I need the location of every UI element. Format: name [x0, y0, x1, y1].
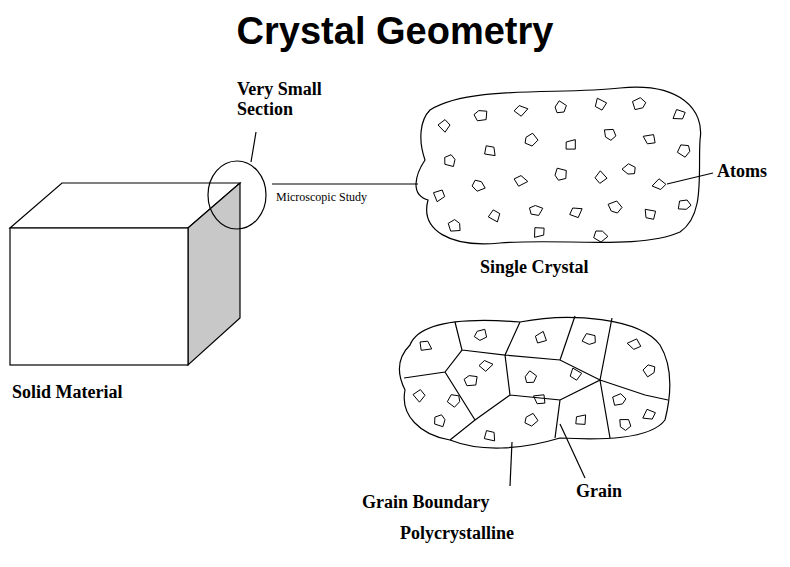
atom-shape — [633, 98, 646, 110]
atom-shape — [435, 415, 445, 427]
atom-shape — [643, 409, 656, 419]
solid-material-label: Solid Material — [12, 383, 123, 403]
atom-shape — [448, 220, 460, 232]
atom-shape — [555, 168, 566, 180]
single-crystal-outline — [416, 87, 701, 244]
atom-shape — [434, 190, 445, 202]
grain-boundaries — [404, 316, 668, 440]
atom-shape — [485, 146, 496, 156]
atom-shape — [595, 171, 607, 184]
atom-shape — [645, 209, 655, 219]
atom-shape — [595, 98, 606, 110]
section-circle — [208, 161, 266, 229]
atom-shape — [622, 164, 635, 174]
atom-shape — [447, 395, 459, 408]
atom-shape — [488, 210, 500, 222]
single-crystal-label: Single Crystal — [480, 258, 589, 278]
atom-shape — [608, 201, 622, 213]
atom-shape — [438, 120, 450, 133]
atom-shape — [514, 176, 528, 187]
atom-shape — [525, 133, 538, 146]
atom-shape — [594, 231, 608, 242]
atom-shape — [530, 206, 543, 216]
cube-front — [10, 228, 188, 365]
leader-line — [251, 132, 256, 162]
atom-shape — [677, 145, 689, 157]
atom-shape — [474, 329, 486, 340]
atom-shape — [525, 413, 538, 426]
atom-shape — [474, 111, 487, 121]
atom-shape — [582, 334, 595, 345]
grain-label: Grain — [576, 482, 622, 502]
atom-shape — [534, 395, 545, 404]
atom-shape — [570, 208, 582, 218]
atom-shape — [604, 129, 616, 140]
atom-shape — [678, 200, 691, 209]
atom-shape — [525, 371, 536, 383]
atom-shape — [652, 179, 666, 190]
atom-shape — [484, 431, 494, 441]
atom-shape — [445, 155, 455, 167]
atom-shape — [613, 394, 626, 406]
atom-shape — [472, 180, 485, 191]
polycrystal-outline — [400, 317, 670, 448]
atom-shape — [555, 101, 566, 113]
atom-shape — [566, 140, 575, 150]
cube-side — [188, 183, 240, 365]
polycrystalline-label: Polycrystalline — [400, 524, 514, 544]
atom-shape — [464, 376, 477, 386]
section-label: Very Small Section — [237, 80, 355, 120]
atom-shape — [514, 106, 528, 117]
atom-shape — [576, 415, 586, 425]
atom-shape — [479, 361, 493, 372]
atom-shape — [643, 135, 655, 144]
atom-shape — [413, 390, 425, 403]
atoms-leader — [667, 173, 713, 184]
grain-leader — [560, 424, 585, 478]
grain-boundary-leader — [510, 442, 512, 486]
atom-shape — [643, 365, 655, 377]
atom-shape — [673, 110, 685, 119]
atom-shape — [620, 420, 631, 431]
atoms-group — [413, 98, 691, 441]
atom-shape — [627, 339, 641, 350]
atoms-label: Atoms — [717, 162, 767, 182]
study-line — [272, 183, 418, 184]
atom-shape — [535, 331, 546, 343]
grain-boundary-label: Grain Boundary — [362, 493, 490, 513]
atom-shape — [570, 368, 582, 380]
study-label: Microscopic Study — [276, 190, 367, 205]
page-title: Crystal Geometry — [0, 10, 790, 53]
atom-shape — [535, 228, 545, 238]
atom-shape — [420, 341, 432, 350]
